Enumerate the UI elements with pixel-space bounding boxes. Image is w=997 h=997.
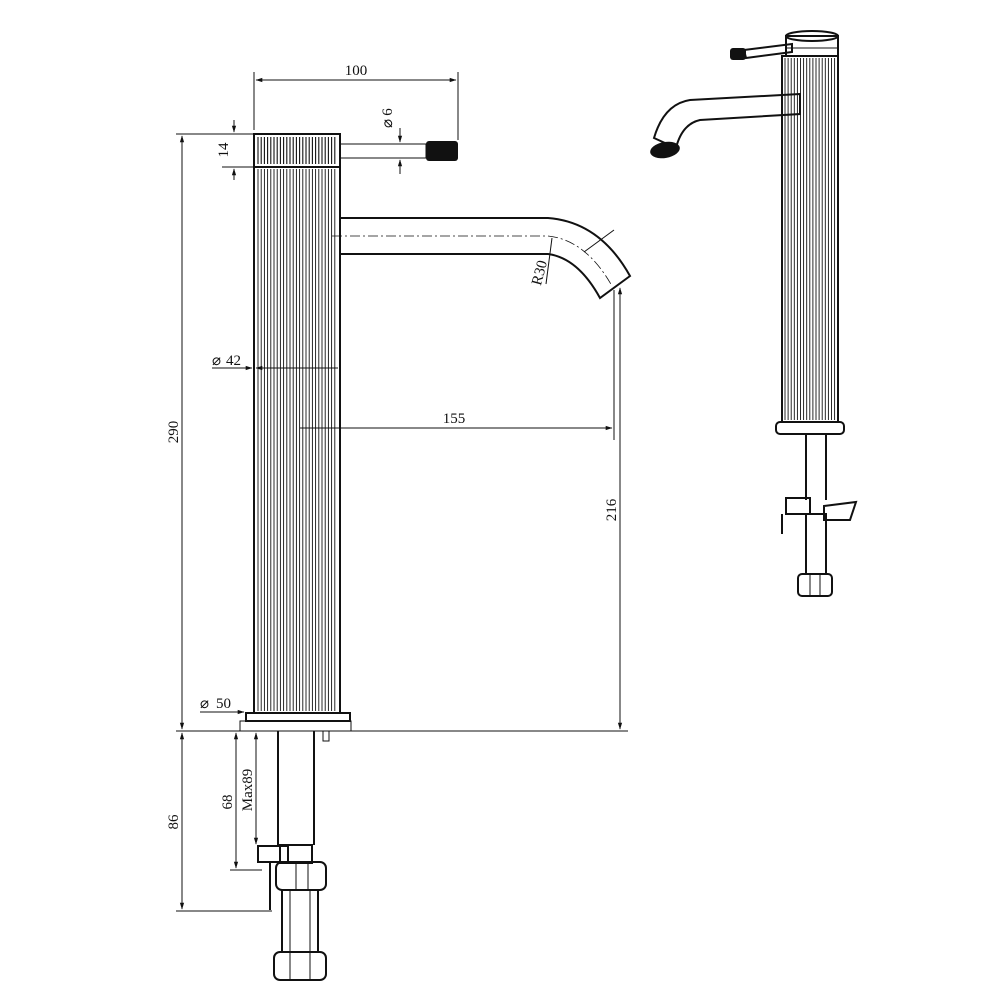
tap-body-fluting [257, 169, 336, 711]
persp-body-fluting [784, 58, 836, 420]
dimension-hose-depth: 86 [166, 732, 272, 912]
dimension-total-height: 290 [166, 133, 254, 732]
handle-length-label: 100 [345, 63, 368, 79]
front-elevation [239, 133, 632, 981]
handle-height-label: 14 [216, 142, 232, 158]
handle-cap [253, 133, 341, 168]
base-plate [245, 712, 351, 722]
spout-height-label: 216 [604, 498, 620, 521]
handle-diameter-label: 6 [380, 108, 396, 116]
total-height-label: 290 [166, 421, 182, 444]
handle-cap-knurl [257, 137, 336, 164]
dimension-spout-radius: R30 [529, 259, 551, 287]
persp-spout [652, 92, 801, 150]
thread-length-label: 68 [220, 795, 236, 810]
spout-radius-label: R30 [529, 259, 551, 287]
persp-nut [797, 573, 833, 597]
persp-base [775, 421, 845, 435]
spout-reach-label: 155 [443, 411, 466, 427]
lever-handle [339, 143, 427, 159]
dimension-base-diameter: ⌀ 50 [200, 696, 245, 715]
hose-depth-label: 86 [166, 814, 182, 830]
nut-upper [275, 861, 327, 891]
persp-hose [805, 513, 827, 575]
dimension-max-counter: Max89 [240, 732, 259, 845]
dimension-handle-diameter: ⌀ 6 [380, 108, 403, 174]
threaded-rod [279, 844, 313, 864]
nut-lower [273, 951, 327, 981]
perspective-view [650, 30, 858, 597]
lever-handle-tip [426, 141, 458, 161]
dimension-handle-height: 14 [216, 120, 254, 180]
base-diameter-symbol: ⌀ [200, 696, 209, 712]
dimension-body-diameter: ⌀ 42 [212, 353, 338, 371]
base-collar [239, 720, 352, 732]
dimension-spout-height: 216 [350, 287, 628, 732]
dimension-spout-reach: 155 [300, 290, 615, 440]
body-diameter-symbol: ⌀ [212, 353, 221, 369]
lock-bracket [257, 845, 289, 863]
hose-tube [281, 889, 319, 953]
max-counter-label: Max89 [240, 769, 256, 812]
dimension-handle-length: 100 [253, 63, 459, 140]
body-diameter-label: 42 [226, 353, 241, 369]
handle-diameter-symbol: ⌀ [380, 119, 396, 128]
dimension-thread-length: 68 [220, 732, 262, 871]
tap-body [253, 166, 341, 714]
spout [339, 217, 632, 300]
base-diameter-label: 50 [216, 696, 231, 712]
